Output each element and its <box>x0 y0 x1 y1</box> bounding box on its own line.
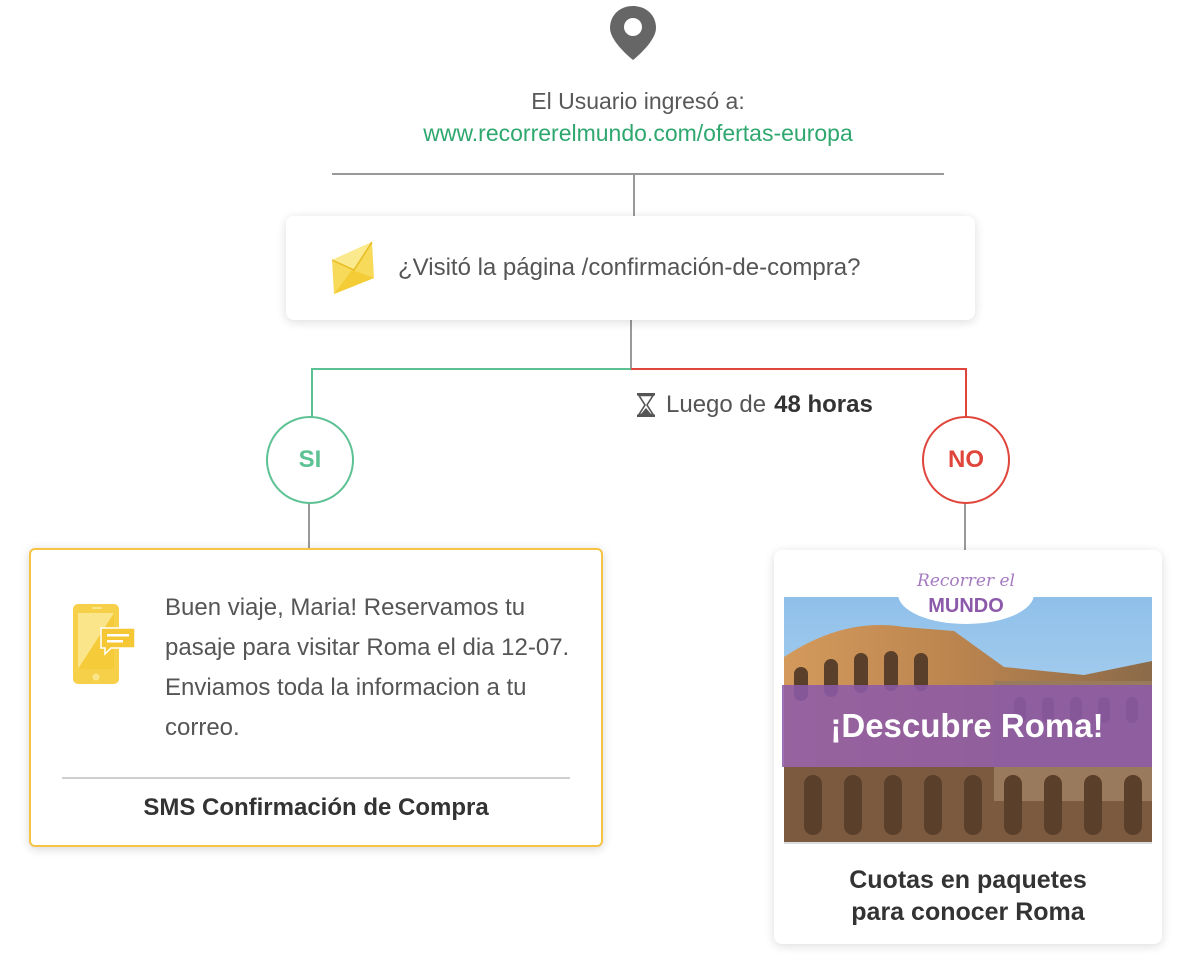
promo-image-divider <box>784 842 1152 844</box>
location-pin-icon <box>610 6 656 60</box>
trigger-text: El Usuario ingresó a: <box>531 88 745 114</box>
connector-trigger-condition <box>633 174 635 216</box>
branch-line-no-horizontal <box>631 368 967 370</box>
connector-condition-branch <box>630 320 632 368</box>
branch-line-yes-vertical <box>311 368 313 418</box>
sms-message: Buen viaje, Maria! Reservamos tu pasaje … <box>165 594 570 741</box>
sms-divider <box>62 777 570 779</box>
promo-email-card[interactable]: Recorrer el MUNDO ¡Descubre Roma! Cuotas… <box>774 550 1162 944</box>
sms-title: SMS Confirmación de Compra <box>143 794 489 821</box>
promo-title: Cuotas en paquetes para conocer Roma <box>774 864 1162 928</box>
sms-card[interactable]: Buen viaje, Maria! Reservamos tu pasaje … <box>29 548 603 847</box>
trigger-url[interactable]: www.recorrerelmundo.com/ofertas-europa <box>423 120 853 146</box>
promo-title-line-2: para conocer Roma <box>851 898 1085 926</box>
logo-script-text: Recorrer el <box>916 571 1015 591</box>
wait-label: Luego de 48 horas <box>636 391 873 419</box>
recorrer-el-mundo-logo: Recorrer el MUNDO <box>898 564 1034 624</box>
no-branch-badge[interactable]: NO <box>922 416 1010 504</box>
branch-line-no-vertical <box>965 368 967 418</box>
hourglass-icon <box>637 393 655 417</box>
yes-branch-badge[interactable]: SI <box>266 416 354 504</box>
promo-title-line-1: Cuotas en paquetes <box>849 866 1087 894</box>
condition-text: ¿Visitó la página /confirmación-de-compr… <box>398 254 861 281</box>
trigger-divider <box>332 173 944 175</box>
wait-value: 48 horas <box>774 391 873 418</box>
connector-yes-sms <box>308 502 310 548</box>
connector-no-promo <box>964 502 966 550</box>
wait-prefix: Luego de <box>666 391 767 418</box>
envelope-icon <box>331 241 374 294</box>
branch-line-yes-horizontal <box>311 368 631 370</box>
promo-banner: ¡Descubre Roma! <box>782 685 1152 767</box>
condition-card[interactable]: ¿Visitó la página /confirmación-de-compr… <box>286 216 975 320</box>
smartphone-message-icon <box>73 604 136 684</box>
logo-brand-text: MUNDO <box>928 595 1004 617</box>
